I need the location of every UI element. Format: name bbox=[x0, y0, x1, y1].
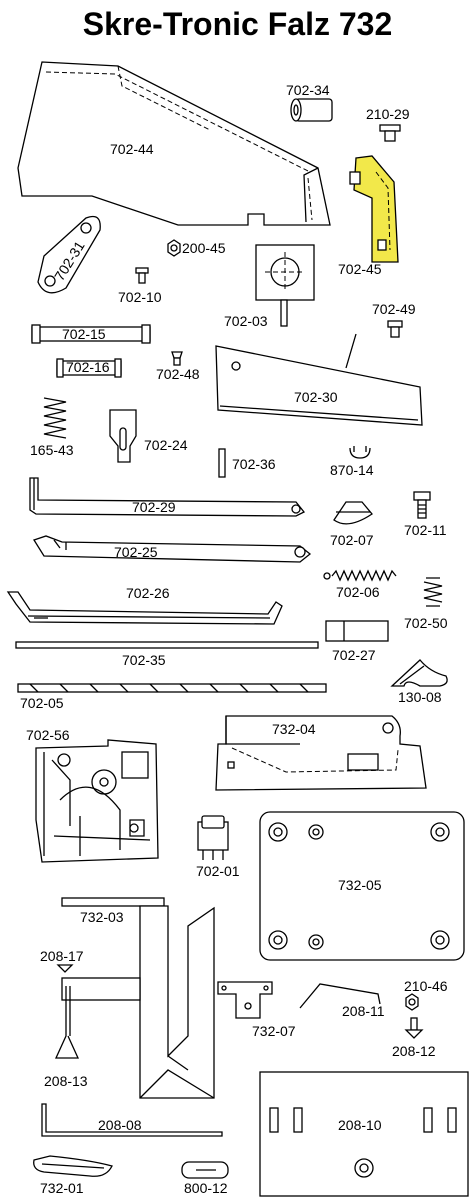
part-702-48-drawing bbox=[171, 351, 183, 366]
part-208-17-drawing bbox=[56, 964, 74, 973]
label-702-24: 702-24 bbox=[144, 437, 188, 453]
label-870-14: 870-14 bbox=[330, 462, 374, 478]
part-210-46-drawing bbox=[405, 993, 419, 1011]
label-210-29: 210-29 bbox=[366, 106, 410, 122]
label-732-04: 732-04 bbox=[272, 721, 316, 737]
part-702-26-drawing bbox=[6, 591, 283, 625]
label-702-25: 702-25 bbox=[114, 544, 158, 560]
label-702-26: 702-26 bbox=[126, 585, 170, 601]
part-702-49-drawing bbox=[387, 320, 403, 338]
part-702-50-drawing bbox=[423, 577, 443, 607]
part-208-10-drawing bbox=[259, 1071, 469, 1197]
label-208-13: 208-13 bbox=[44, 1073, 88, 1089]
label-702-45: 702-45 bbox=[338, 261, 382, 277]
part-702-29-drawing bbox=[29, 477, 306, 517]
part-732-05-drawing bbox=[259, 811, 465, 961]
label-702-44: 702-44 bbox=[110, 141, 154, 157]
part-732-01-drawing bbox=[33, 1155, 113, 1177]
part-702-16-drawing bbox=[56, 358, 122, 378]
part-210-29-drawing bbox=[379, 124, 401, 142]
part-702-30-drawing bbox=[215, 333, 423, 426]
part-732-04-drawing bbox=[215, 715, 427, 791]
part-165-43-drawing bbox=[43, 397, 67, 439]
label-208-12: 208-12 bbox=[392, 1043, 436, 1059]
label-732-01: 732-01 bbox=[40, 1180, 84, 1196]
label-208-11: 208-11 bbox=[342, 1003, 385, 1019]
part-200-45-drawing bbox=[167, 239, 181, 257]
label-702-49: 702-49 bbox=[372, 301, 416, 317]
part-702-15-drawing bbox=[31, 324, 151, 344]
part-702-25-drawing bbox=[33, 535, 312, 563]
label-702-07: 702-07 bbox=[330, 532, 374, 548]
part-702-10-drawing bbox=[135, 267, 149, 284]
part-702-24-drawing bbox=[109, 409, 137, 463]
part-702-45-drawing bbox=[349, 155, 399, 263]
label-702-06: 702-06 bbox=[336, 584, 380, 600]
part-702-31-drawing bbox=[37, 215, 101, 294]
part-208-13-drawing bbox=[54, 986, 80, 1059]
part-732-07-drawing bbox=[217, 981, 273, 1019]
part-702-34-drawing bbox=[290, 98, 333, 122]
label-702-48: 702-48 bbox=[156, 366, 200, 382]
part-702-06-drawing bbox=[323, 569, 397, 582]
label-702-16: 702-16 bbox=[66, 359, 110, 375]
part-208-11-drawing bbox=[299, 983, 381, 1009]
part-800-12-drawing bbox=[181, 1161, 229, 1179]
part-702-44-drawing bbox=[17, 61, 331, 226]
part-208-08-drawing bbox=[41, 1103, 223, 1137]
part-702-36-drawing bbox=[218, 448, 226, 478]
label-702-11: 702-11 bbox=[404, 522, 447, 538]
label-208-10: 208-10 bbox=[338, 1117, 382, 1133]
part-702-11-drawing bbox=[413, 491, 431, 519]
part-208-12-drawing bbox=[404, 1017, 424, 1039]
diagram-title: Skre-Tronic Falz 732 bbox=[82, 6, 393, 42]
part-702-35-drawing bbox=[15, 641, 319, 649]
label-702-01: 702-01 bbox=[196, 863, 240, 879]
label-702-35: 702-35 bbox=[122, 652, 166, 668]
label-732-07: 732-07 bbox=[252, 1023, 296, 1039]
label-732-05: 732-05 bbox=[338, 877, 382, 893]
label-702-15: 702-15 bbox=[62, 326, 106, 342]
label-702-30: 702-30 bbox=[294, 389, 338, 405]
label-702-34: 702-34 bbox=[286, 82, 330, 98]
part-702-03-drawing bbox=[255, 244, 315, 327]
label-702-36: 702-36 bbox=[232, 456, 276, 472]
part-702-05-drawing bbox=[17, 683, 327, 693]
label-702-10: 702-10 bbox=[118, 289, 162, 305]
label-208-17: 208-17 bbox=[40, 948, 84, 964]
part-732-03-drawing bbox=[61, 897, 215, 1099]
label-702-05: 702-05 bbox=[20, 695, 64, 711]
part-130-08-drawing bbox=[390, 659, 448, 687]
label-702-27: 702-27 bbox=[332, 647, 376, 663]
part-702-27-drawing bbox=[325, 620, 389, 642]
label-208-08: 208-08 bbox=[98, 1117, 142, 1133]
label-200-45: 200-45 bbox=[182, 240, 226, 256]
label-800-12: 800-12 bbox=[184, 1180, 228, 1196]
label-702-50: 702-50 bbox=[404, 615, 448, 631]
label-702-03: 702-03 bbox=[224, 313, 268, 329]
label-702-29: 702-29 bbox=[132, 499, 176, 515]
label-732-03: 732-03 bbox=[80, 909, 124, 925]
part-870-14-drawing bbox=[349, 446, 371, 459]
label-210-46: 210-46 bbox=[404, 978, 448, 994]
label-130-08: 130-08 bbox=[398, 689, 442, 705]
part-702-01-drawing bbox=[197, 815, 229, 860]
label-165-43: 165-43 bbox=[30, 442, 74, 458]
part-702-07-drawing bbox=[333, 501, 373, 525]
part-702-56-drawing bbox=[35, 739, 159, 863]
label-702-56: 702-56 bbox=[26, 727, 70, 743]
